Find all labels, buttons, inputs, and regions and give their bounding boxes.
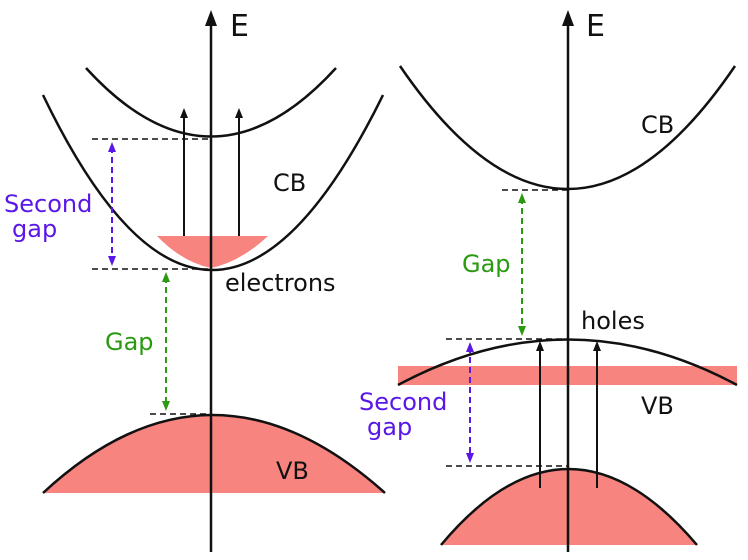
left-second-gap-label-line1: Second <box>4 190 92 218</box>
left-cb-label: CB <box>273 169 306 197</box>
left-vb-label: VB <box>276 457 309 485</box>
left-gap-label: Gap <box>105 328 154 356</box>
right-panel: E CB holes VB Gap Second gap <box>359 9 738 552</box>
right-cb-label: CB <box>641 111 674 139</box>
left-second-gap-label-line2: gap <box>12 215 57 243</box>
left-vb-curve <box>42 413 386 494</box>
left-panel: E CB electrons VB Gap Second gap <box>4 9 386 552</box>
right-carrier-label: holes <box>581 307 645 335</box>
right-axis-label: E <box>586 9 605 44</box>
left-axis-label: E <box>230 9 249 44</box>
left-electron-fill <box>157 236 268 268</box>
left-carrier-label: electrons <box>225 269 336 297</box>
right-gap-label: Gap <box>462 250 511 278</box>
right-second-gap-label-line1: Second <box>359 388 447 416</box>
right-vb-label: VB <box>641 392 674 420</box>
right-second-gap-label-line2: gap <box>367 413 412 441</box>
